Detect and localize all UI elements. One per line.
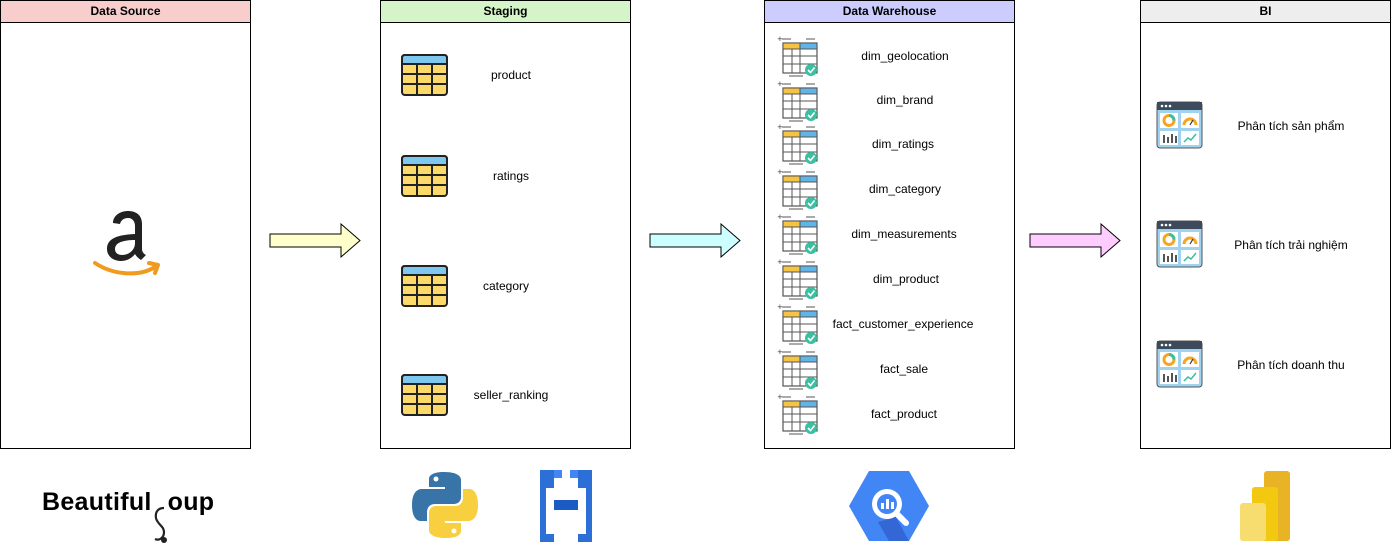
table-check-icon: [777, 304, 818, 345]
table-check-icon: [777, 259, 818, 300]
staging-header: Staging: [381, 1, 630, 23]
bi-panel: BI Phân tích sản phẩm Phân tích trải ngh…: [1140, 0, 1391, 449]
data-warehouse-header: Data Warehouse: [765, 1, 1014, 23]
beautifulsoup-text: Beautiful: [42, 488, 152, 516]
warehouse-item-dim-ratings: dim_ratings: [871, 137, 935, 151]
table-check-icon: [777, 169, 818, 210]
warehouse-item-dim-brand: dim_brand: [876, 93, 934, 107]
dashboard-icon: [1156, 101, 1203, 149]
data-source-panel: Data Source: [0, 0, 251, 449]
warehouse-item-dim-measurements: dim_measurements: [851, 227, 957, 241]
table-check-icon: [777, 349, 818, 390]
staging-panel: Staging product ratings category seller_…: [380, 0, 631, 449]
bigquery-logo-icon: [849, 471, 929, 541]
table-check-icon: [777, 394, 818, 435]
table-check-icon: [777, 214, 818, 255]
amazon-logo-icon: [93, 211, 160, 276]
powerbi-logo-icon: [1240, 471, 1290, 541]
beautifulsoup-text-end: oup: [167, 488, 215, 516]
table-icon: [401, 54, 448, 96]
python-logo-icon: [412, 472, 478, 538]
staging-item-seller-ranking: seller_ranking: [473, 388, 549, 402]
warehouse-item-fact-customer-experience: fact_customer_experience: [832, 317, 974, 331]
staging-item-product: product: [490, 68, 532, 82]
table-check-icon: [777, 81, 818, 122]
dashboard-icon: [1156, 220, 1203, 268]
table-check-icon: [777, 36, 818, 77]
bi-header: BI: [1141, 1, 1390, 23]
pipeline-logo-icon: [540, 470, 592, 542]
flow-arrow-warehouse-to-bi: [1029, 223, 1121, 258]
beautifulsoup-logo: Beautiful oup: [42, 488, 215, 543]
staging-item-ratings: ratings: [492, 169, 530, 183]
table-icon: [401, 374, 448, 416]
data-source-header: Data Source: [1, 1, 250, 23]
staging-item-category: category: [482, 279, 530, 293]
bi-item-product-analysis: Phân tích sản phẩm: [1237, 119, 1345, 133]
bi-item-experience-analysis: Phân tích trải nghiệm: [1234, 238, 1348, 252]
table-check-icon: [777, 124, 818, 165]
flow-arrow-staging-to-warehouse: [649, 223, 741, 258]
data-warehouse-panel: Data Warehouse dim_geolocation dim_brand…: [764, 0, 1015, 449]
dashboard-icon: [1156, 340, 1203, 388]
bi-item-revenue-analysis: Phân tích doanh thu: [1237, 358, 1345, 372]
warehouse-item-dim-category: dim_category: [868, 182, 942, 196]
warehouse-item-fact-product: fact_product: [870, 407, 938, 421]
warehouse-item-dim-product: dim_product: [872, 272, 940, 286]
table-icon: [401, 265, 448, 307]
flow-arrow-source-to-staging: [269, 223, 361, 258]
warehouse-item-fact-sale: fact_sale: [879, 362, 929, 376]
table-icon: [401, 155, 448, 197]
warehouse-item-dim-geolocation: dim_geolocation: [861, 49, 949, 63]
